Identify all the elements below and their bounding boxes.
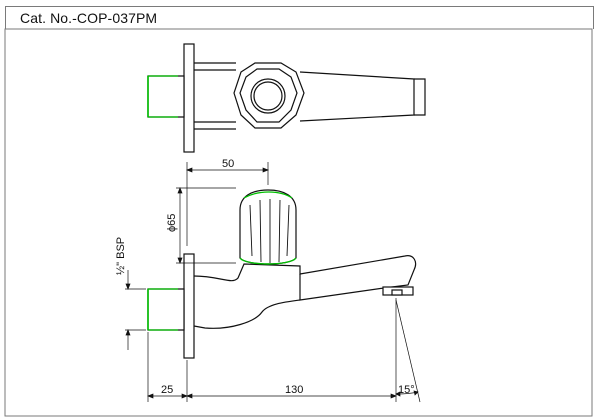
dim-thread: ½" BSP — [115, 237, 127, 275]
dim-inlet-length: 25 — [161, 384, 173, 396]
dim-knob-diameter: ϕ65 — [166, 214, 178, 232]
drawing-frame — [4, 28, 593, 417]
top-knob-center — [250, 78, 286, 114]
dimension-lines — [125, 162, 421, 403]
side-flange — [183, 253, 195, 359]
side-inlet — [147, 288, 185, 331]
top-view — [147, 43, 426, 153]
top-knob-outer — [233, 62, 305, 129]
side-view — [147, 189, 417, 359]
catalog-number: Cat. No.-COP-037PM — [20, 10, 158, 26]
dim-spout-angle: 15° — [398, 384, 415, 396]
top-knob-inner — [239, 68, 298, 123]
dim-total-length: 130 — [285, 384, 303, 396]
top-inlet — [147, 75, 185, 118]
side-knob — [239, 189, 297, 265]
title-block — [5, 6, 594, 29]
dim-top-width: 50 — [222, 158, 234, 170]
top-flange — [183, 43, 195, 153]
